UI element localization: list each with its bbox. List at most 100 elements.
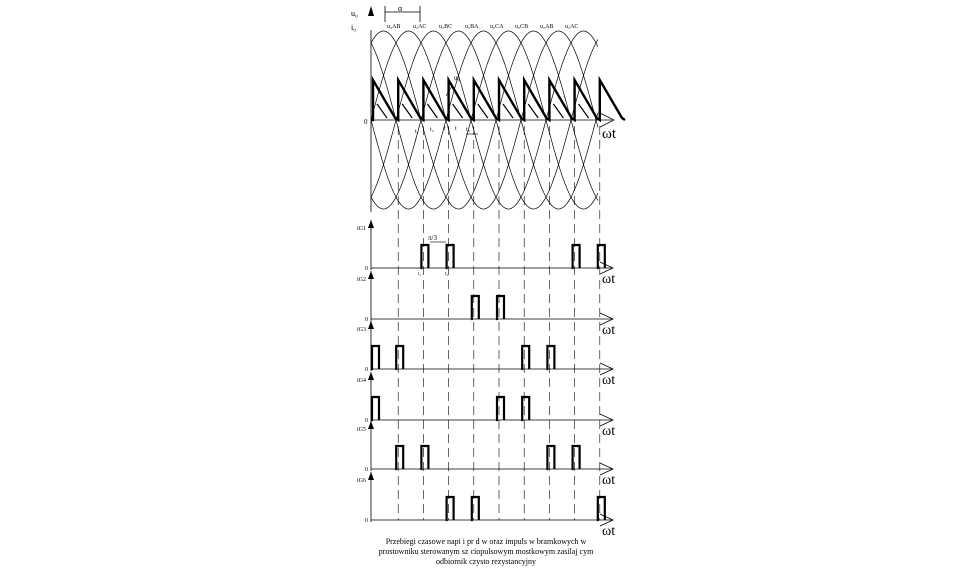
curve-label: u₂CB — [515, 24, 528, 30]
pulse-x-arrow — [599, 312, 614, 326]
gate-pulse — [470, 294, 480, 321]
gate-pulse — [596, 495, 606, 522]
curve-label: u₂BA — [465, 24, 479, 30]
curve-label: u₂AB — [540, 24, 553, 30]
pulse-y-arrow — [368, 271, 374, 279]
ud-label: u₀ — [454, 74, 461, 82]
curve-label: u₂CA — [490, 24, 504, 30]
t-label: t — [455, 126, 457, 132]
pulse-plot-3: iG3 0 ωt — [357, 321, 615, 388]
gate-pulse — [370, 344, 381, 371]
output-current-waveform — [371, 75, 626, 123]
pulse-zero: 0 — [365, 518, 368, 524]
pulse-label: iG6 — [357, 478, 366, 484]
g1-t-mark: t₁ — [418, 272, 421, 277]
pulse-zero: 0 — [365, 317, 368, 323]
sine-curve — [370, 30, 599, 210]
ripple-segment — [527, 103, 539, 119]
curve-label: u₂AC — [413, 24, 426, 30]
gate-pulse — [420, 444, 430, 471]
gate-pulse — [445, 495, 455, 522]
top-x-arrow — [599, 112, 615, 128]
sine-curve — [370, 30, 599, 210]
pi3-label: π/3 — [428, 234, 437, 242]
y-label-u0: u₀ — [351, 9, 358, 18]
pulse-y-arrow — [368, 220, 374, 228]
pulse-plot-2: iG2 0 ωt — [357, 271, 615, 338]
pulse-x-arrow — [599, 362, 614, 376]
pulse-x-label: ωt — [602, 272, 615, 287]
t-label: t₁ — [415, 129, 419, 135]
gate-pulse — [546, 444, 556, 471]
sine-curve — [370, 30, 599, 210]
curve-label: u₂BC — [439, 24, 452, 30]
caption-line: odbiornik czysto rezystancyjny — [436, 557, 536, 566]
ripple-segment — [552, 103, 564, 119]
y-label-i0: i₀ — [351, 23, 356, 32]
gate-pulse — [395, 444, 405, 471]
pulse-y-arrow — [368, 321, 374, 329]
gate-pulse — [395, 344, 405, 371]
voltage-current-plot: u₀ i₀ 0 ωt α u₂AB u₂AC u₂BC u₂BA u₂CA u₂… — [351, 4, 626, 212]
gate-pulse — [571, 243, 581, 270]
pulse-y-arrow — [368, 421, 374, 429]
sine-curve — [370, 30, 599, 210]
gate-pulse — [495, 395, 506, 422]
pulse-label: iG3 — [357, 327, 366, 333]
top-zero-label: 0 — [364, 118, 368, 126]
pulse-y-arrow — [368, 472, 374, 480]
ripple-segment — [502, 103, 514, 119]
curve-label: u₂AC — [565, 24, 578, 30]
pulse-zero: 0 — [365, 367, 368, 373]
ripple-segment — [426, 103, 438, 119]
pulse-x-label: ωt — [602, 424, 615, 439]
pulse-x-label: ωt — [602, 323, 615, 338]
pulse-plot-6: iG6 0 ωt — [357, 472, 615, 539]
gate-pulse — [596, 243, 606, 270]
pulse-plot-5: iG5 0 ωt — [357, 421, 615, 488]
curve-label-row: u₂AB u₂AC u₂BC u₂BA u₂CA u₂CB u₂AB u₂AC — [387, 24, 578, 30]
pulse-x-arrow — [599, 462, 614, 476]
ripple-segment — [376, 103, 388, 119]
pulse-zero: 0 — [365, 467, 368, 473]
sine-curve — [370, 30, 599, 210]
gate-pulse — [521, 344, 531, 371]
g1-t-mark: t₂ — [445, 272, 448, 277]
pulse-y-arrow — [368, 372, 374, 380]
ripple-segment — [452, 103, 464, 119]
pulse-label: iG2 — [357, 277, 366, 283]
figure-caption: Przebiegi czasowe napi i pr d w oraz imp… — [330, 537, 642, 567]
pulse-label: iG4 — [357, 378, 366, 384]
gate-pulse — [495, 294, 506, 321]
t-label: t — [444, 126, 446, 132]
t-label: t₃ — [466, 127, 470, 133]
gate-pulse — [370, 395, 381, 422]
gate-pulse — [521, 395, 531, 422]
ripple-segment — [477, 103, 489, 119]
gate-pulse — [571, 444, 581, 471]
gate-pulse — [470, 495, 480, 522]
ud-pointer — [445, 85, 453, 97]
supply-voltage-curves — [370, 30, 599, 210]
pulse-x-label: ωt — [602, 524, 615, 539]
caption-line: Przebiegi czasowe napi i pr d w oraz imp… — [385, 537, 587, 546]
ripple-segment — [578, 103, 590, 119]
pulse-label: iG5 — [357, 427, 366, 433]
pulse-label: iG1 — [357, 226, 366, 232]
output-ripple — [371, 75, 626, 123]
caption-line: prostowniku sterowanym sz ciopulsowym mo… — [378, 547, 594, 556]
curve-label: u₂AB — [387, 24, 400, 30]
top-x-label: ωt — [602, 126, 617, 142]
sine-curve — [370, 30, 599, 210]
ripple-segment — [401, 103, 413, 119]
gate-pulse — [445, 243, 455, 270]
phase-guide-lines — [397, 126, 601, 520]
top-y-arrow — [368, 6, 374, 16]
pulse-x-label: ωt — [602, 473, 615, 488]
t-label: t₂ — [430, 127, 434, 133]
alpha-label: α — [398, 4, 403, 13]
gate-pulse — [546, 344, 556, 371]
